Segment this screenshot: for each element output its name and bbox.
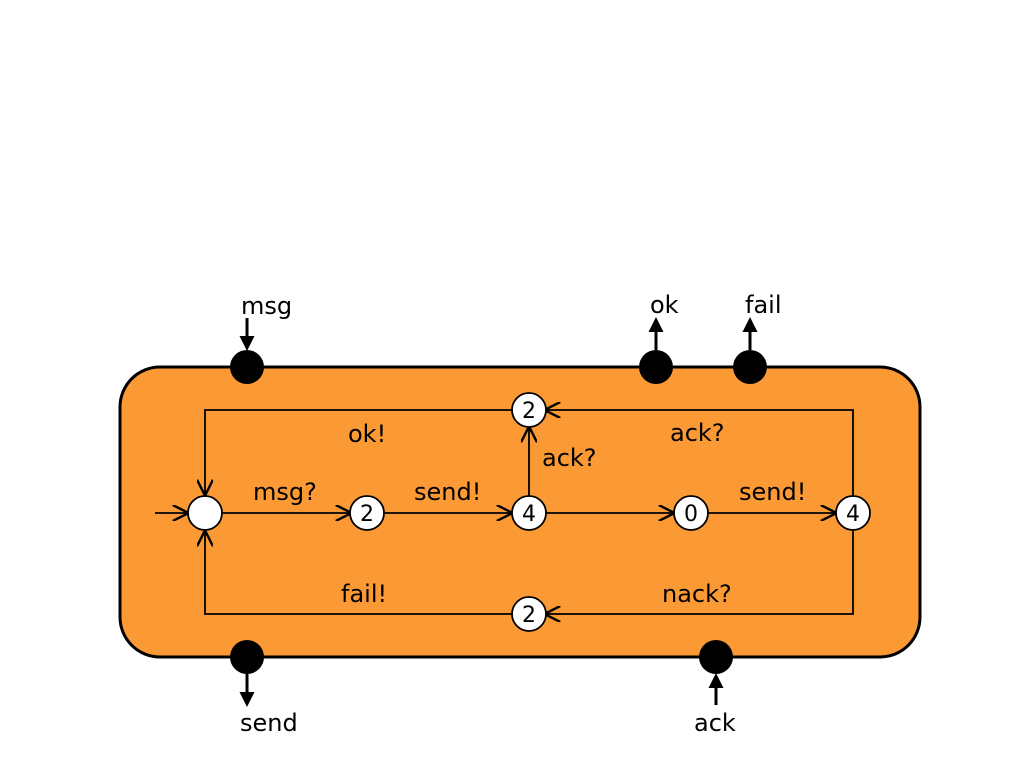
port-ack (699, 640, 733, 705)
state-s2-bottom: 2 (511, 596, 547, 632)
port-send-dot (230, 640, 264, 674)
port-fail-dot (733, 350, 767, 384)
state-s2-mid-label: 2 (360, 502, 374, 527)
port-label-fail: fail (745, 291, 782, 319)
transition-label-send-1: send! (414, 478, 481, 506)
port-send (230, 640, 264, 707)
edge-nack (546, 530, 854, 614)
port-ok (639, 317, 673, 384)
edge-ack-2 (546, 410, 854, 496)
state-s2-bottom-label: 2 (522, 603, 536, 628)
port-msg (230, 318, 264, 384)
edge-ok (205, 409, 512, 494)
state-s2-mid: 2 (349, 495, 385, 531)
port-label-send: send (240, 709, 298, 737)
state-s0: 0 (673, 495, 709, 531)
port-label-ack: ack (694, 709, 736, 737)
port-label-ok: ok (650, 291, 679, 319)
transition-label-fail: fail! (341, 580, 387, 608)
state-s0-label: 0 (684, 502, 698, 527)
state-s2-top: 2 (511, 392, 547, 428)
transition-label-send-2: send! (739, 478, 806, 506)
port-ok-dot (639, 350, 673, 384)
transition-label-nack: nack? (662, 580, 732, 608)
state-initial (187, 495, 223, 531)
edge-fail (205, 532, 512, 615)
transition-label-msg: msg? (253, 478, 317, 506)
transition-label-ack-1: ack? (542, 444, 597, 472)
state-s4-right-label: 4 (846, 502, 860, 527)
transition-label-ok: ok! (348, 420, 386, 448)
state-s4-right: 4 (835, 495, 871, 531)
state-s2-top-label: 2 (522, 399, 536, 424)
port-fail (733, 317, 767, 384)
state-s4-mid: 4 (511, 495, 547, 531)
transition-label-ack-2: ack? (670, 419, 725, 447)
port-msg-dot (230, 350, 264, 384)
state-s4-mid-label: 4 (522, 502, 536, 527)
port-label-msg: msg (241, 292, 292, 320)
port-ack-dot (699, 640, 733, 674)
